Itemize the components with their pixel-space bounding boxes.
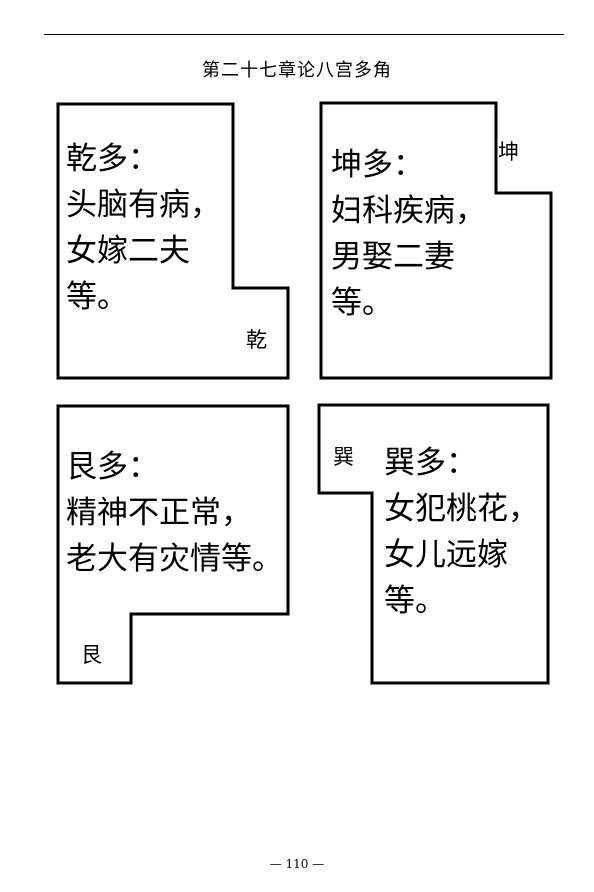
kun-line-3: 等。 bbox=[331, 285, 393, 321]
page-title: 第二十七章论八宫多角 bbox=[202, 60, 392, 81]
kun-box-text: 坤多： 妇科疾病， 男娶二妻 等。 bbox=[331, 142, 486, 326]
header-rule bbox=[44, 34, 564, 35]
qian-corner-label: 乾 bbox=[246, 328, 267, 352]
xun-corner-label: 巽 bbox=[333, 445, 354, 469]
xun-box-text: 巽多： 女犯桃花， 女儿远嫁 等。 bbox=[384, 440, 539, 624]
qian-line-1: 头脑有病， bbox=[66, 187, 221, 223]
qian-heading: 乾多： bbox=[66, 141, 159, 177]
gen-box-outline bbox=[56, 404, 290, 685]
kun-line-1: 妇科疾病， bbox=[331, 193, 486, 229]
qian-line-3: 等。 bbox=[66, 279, 128, 315]
qian-box-text: 乾多： 头脑有病， 女嫁二夫 等。 bbox=[66, 136, 221, 320]
kun-line-2: 男娶二妻 bbox=[331, 239, 455, 275]
xun-line-3: 等。 bbox=[384, 583, 446, 619]
kun-corner-label: 坤 bbox=[498, 140, 519, 164]
page-number: — 110 — bbox=[269, 857, 325, 871]
qian-line-2: 女嫁二夫 bbox=[66, 233, 190, 269]
kun-heading: 坤多： bbox=[331, 147, 424, 183]
gen-corner-label: 艮 bbox=[81, 643, 102, 667]
xun-heading: 巽多： bbox=[384, 445, 477, 481]
xun-box-outline bbox=[317, 403, 550, 685]
kun-box-outline bbox=[319, 101, 553, 380]
gen-line-2: 老大有灾情等。 bbox=[66, 541, 283, 577]
gen-heading: 艮多： bbox=[66, 449, 159, 485]
qian-box-outline bbox=[56, 102, 290, 380]
gen-line-1: 精神不正常， bbox=[66, 495, 252, 531]
xun-line-1: 女犯桃花， bbox=[384, 491, 539, 527]
xun-line-2: 女儿远嫁 bbox=[384, 537, 508, 573]
gen-box-text: 艮多： 精神不正常， 老大有灾情等。 bbox=[66, 444, 283, 582]
